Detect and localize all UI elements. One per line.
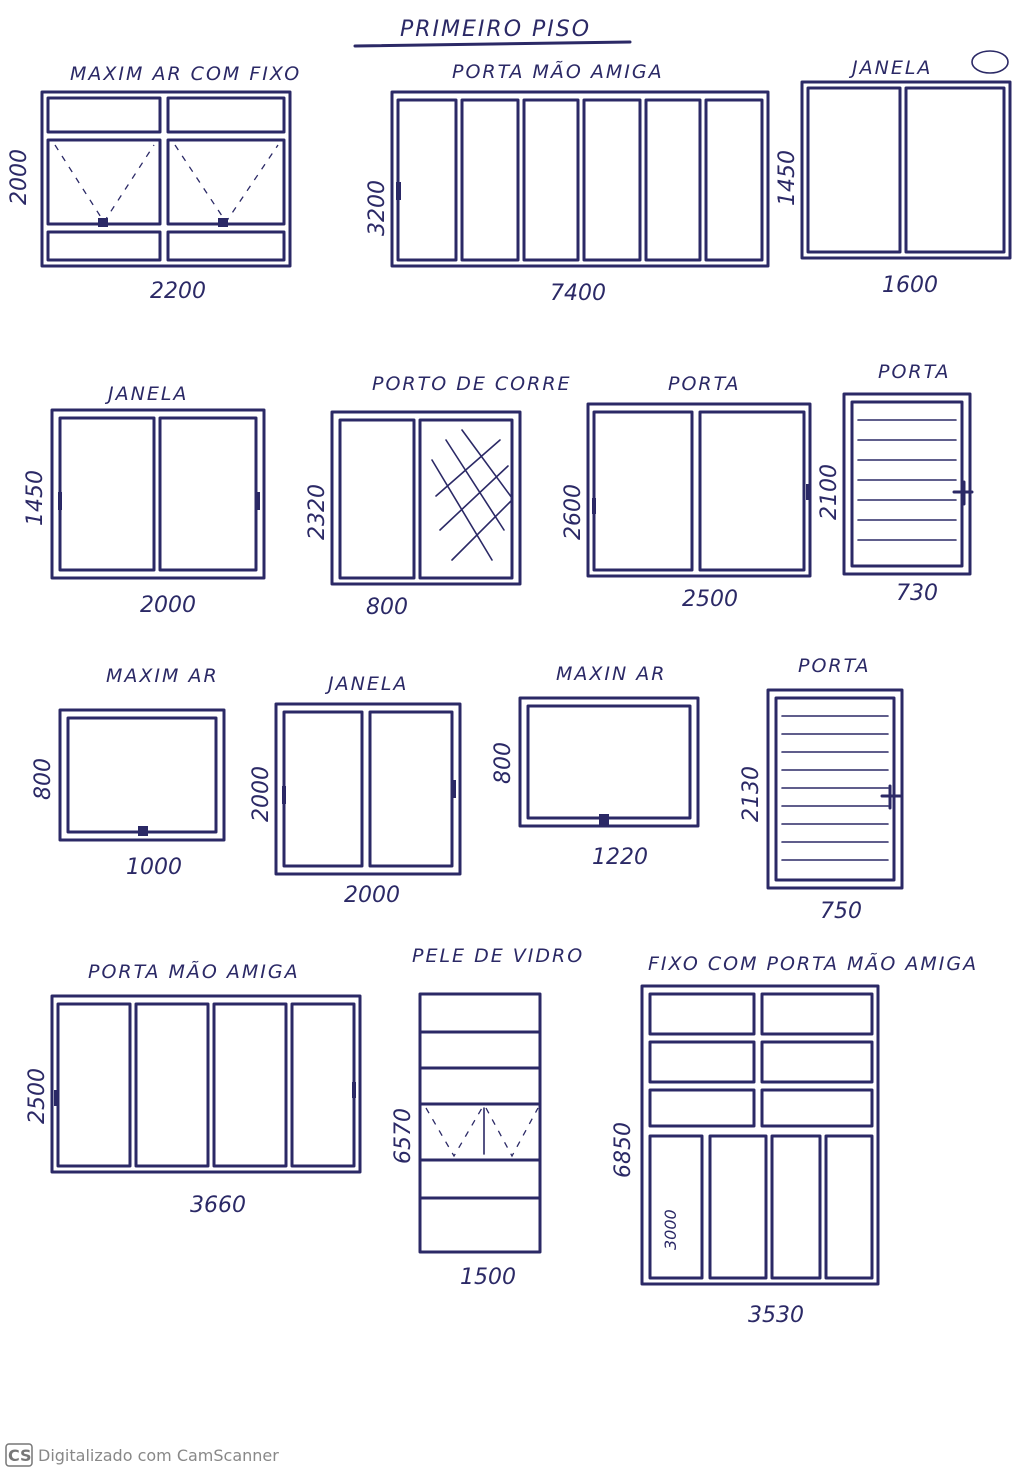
porta-mao-amiga-1-width: 7400 <box>550 281 606 306</box>
porta-2-drawing: PORTA 2100 730 <box>817 361 974 606</box>
janela-3-label: JANELA <box>324 673 408 695</box>
porta-1-width: 2500 <box>682 587 738 612</box>
janela-2-drawing: JANELA 1450 2000 <box>23 383 266 618</box>
porto-correr-label: PORTO DE CORRE <box>372 373 572 395</box>
maxim-1-height: 800 <box>31 758 56 800</box>
porta-2-height: 2100 <box>817 464 842 520</box>
janela-1-height: 1450 <box>775 150 800 206</box>
porto-correr-height: 2320 <box>305 484 330 540</box>
janela-1-width: 1600 <box>882 273 938 298</box>
porta-2-width: 730 <box>896 581 938 606</box>
janela-2-label: JANELA <box>104 383 188 405</box>
porta-3-label: PORTA <box>798 655 870 677</box>
porta-1-label: PORTA <box>668 373 740 395</box>
porta-2-label: PORTA <box>878 361 950 383</box>
fixo-com-porta-drawing: FIXO COM PORTA MÃO AMIGA 6850 3000 3530 <box>611 952 978 1328</box>
camscanner-logo-text: CS <box>8 1446 32 1465</box>
porta-3-drawing: PORTA 2130 750 <box>739 655 904 924</box>
maxim-2-height: 800 <box>491 742 516 784</box>
janela-1-label: JANELA <box>848 57 932 79</box>
maxim-ar-com-fixo-drawing: MAXIM AR COM FIXO 2000 2200 <box>7 63 301 304</box>
janela-1-drawing: JANELA 1450 1600 <box>775 50 1012 298</box>
janela-2-width: 2000 <box>140 593 196 618</box>
maxim-fixo-width: 2200 <box>150 279 206 304</box>
maxim-2-label: MAXIN AR <box>556 663 666 685</box>
porto-de-correr-drawing: PORTO DE CORRE 2320 800 <box>305 373 572 620</box>
fixo-porta-inner-height: 3000 <box>661 1209 680 1250</box>
porta-mao-amiga-1-height: 3200 <box>365 180 390 236</box>
pele-vidro-label: PELE DE VIDRO <box>412 945 584 967</box>
porta-mao-amiga-1-label: PORTA MÃO AMIGA <box>452 60 664 83</box>
maxim-1-label: MAXIM AR <box>106 665 219 687</box>
janela-2-height: 1450 <box>23 470 48 526</box>
camscanner-footer: CS Digitalizado com CamScanner <box>5 1443 279 1467</box>
janela-3-drawing: JANELA 2000 2000 <box>249 673 462 908</box>
pele-de-vidro-drawing: PELE DE VIDRO 6570 1500 <box>391 945 584 1290</box>
porto-correr-width: 800 <box>366 595 408 620</box>
maxim-fixo-height: 2000 <box>7 149 32 205</box>
janela-3-height: 2000 <box>249 766 274 822</box>
porta-mao-amiga-2-height: 2500 <box>25 1068 50 1124</box>
porta-1-height: 2600 <box>561 484 586 540</box>
sheet-title: PRIMEIRO PISO <box>400 17 591 42</box>
maxim-1-width: 1000 <box>126 855 182 880</box>
pele-vidro-height: 6570 <box>391 1108 416 1164</box>
maxim-ar-2-drawing: MAXIN AR 800 1220 <box>491 663 700 870</box>
porta-3-height: 2130 <box>739 766 764 822</box>
porta-mao-amiga-2-drawing: PORTA MÃO AMIGA 2500 3660 <box>25 960 362 1218</box>
porta-3-width: 750 <box>820 899 862 924</box>
camscanner-footer-text: Digitalizado com CamScanner <box>38 1446 279 1465</box>
porta-mao-amiga-2-label: PORTA MÃO AMIGA <box>88 960 300 983</box>
pele-vidro-width: 1500 <box>460 1265 516 1290</box>
janela-3-width: 2000 <box>344 883 400 908</box>
porta-mao-amiga-2-width: 3660 <box>190 1193 246 1218</box>
porta-mao-amiga-1-drawing: PORTA MÃO AMIGA 3200 7400 <box>365 60 770 306</box>
maxim-ar-1-drawing: MAXIM AR 800 1000 <box>31 665 226 880</box>
fixo-porta-height: 6850 <box>611 1122 636 1178</box>
camscanner-logo-icon <box>5 1443 33 1467</box>
porta-1-drawing: PORTA 2600 2500 <box>561 373 812 612</box>
maxim-fixo-label: MAXIM AR COM FIXO <box>70 63 301 85</box>
title-underline <box>353 40 632 48</box>
fixo-porta-width: 3530 <box>748 1303 804 1328</box>
maxim-2-width: 1220 <box>592 845 648 870</box>
fixo-porta-label: FIXO COM PORTA MÃO AMIGA <box>648 952 978 975</box>
